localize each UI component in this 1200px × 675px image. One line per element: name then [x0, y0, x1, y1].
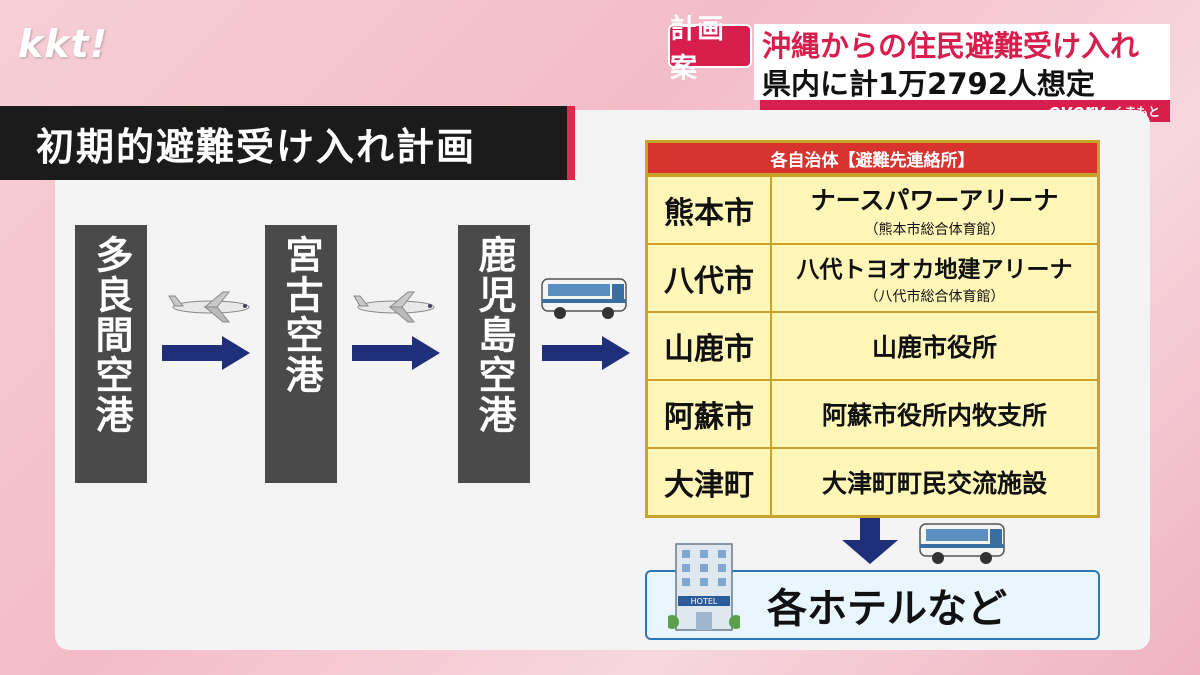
place-name: 阿蘇市役所内牧支所 [821, 401, 1047, 430]
place-cell: 八代トヨオカ地建アリーナ （八代市総合体育館） [772, 245, 1097, 311]
headline-badge: 計画案 [668, 14, 752, 84]
place-note: （八代市総合体育館） [864, 289, 1005, 305]
table-row: 熊本市 ナースパワーアリーナ （熊本市総合体育館） [648, 175, 1097, 243]
airplane-icon [353, 291, 435, 323]
right-arrow-icon [162, 336, 250, 370]
airplane-icon [168, 291, 250, 323]
route-box-miyako: 宮古空港 [265, 225, 337, 483]
headline-line-1: 沖縄からの住民避難受け入れ [754, 24, 1170, 64]
bus-icon [541, 278, 627, 319]
city-cell: 熊本市 [648, 177, 772, 243]
place-name: 山鹿市役所 [871, 333, 997, 362]
place-note: （熊本市総合体育館） [864, 222, 1005, 238]
down-arrow-icon [842, 518, 898, 564]
place-cell: 阿蘇市役所内牧支所 [772, 381, 1097, 447]
right-arrow-icon [542, 336, 630, 370]
hotel-building-icon: HOTEL [668, 543, 740, 631]
place-name: 八代トヨオカ地建アリーナ [796, 257, 1073, 283]
city-cell: 山鹿市 [648, 313, 772, 379]
place-name: 大津町町民交流施設 [821, 469, 1047, 498]
city-cell: 大津町 [648, 449, 772, 515]
city-cell: 八代市 [648, 245, 772, 311]
bus-icon [919, 523, 1005, 564]
route-box-kagoshima: 鹿児島空港 [458, 225, 530, 483]
table-row: 八代市 八代トヨオカ地建アリーナ （八代市総合体育館） [648, 243, 1097, 311]
city-cell: 阿蘇市 [648, 381, 772, 447]
table-header: 各自治体【避難先連絡所】 [648, 143, 1097, 175]
table-row: 山鹿市 山鹿市役所 [648, 311, 1097, 379]
table-row: 大津町 大津町町民交流施設 [648, 447, 1097, 515]
route-box-tarama: 多良間空港 [75, 225, 147, 483]
headline-line-2: 県内に計1万2792人想定 [754, 64, 1170, 101]
place-name: ナースパワーアリーナ [810, 186, 1059, 215]
right-arrow-icon [352, 336, 440, 370]
page-title: 初期的避難受け入れ計画 [0, 106, 575, 180]
destination-label: 各ホテルなど [767, 586, 1007, 632]
table-row: 阿蘇市 阿蘇市役所内牧支所 [648, 379, 1097, 447]
hotel-sign: HOTEL [691, 597, 718, 606]
place-cell: 大津町町民交流施設 [772, 449, 1097, 515]
place-cell: 山鹿市役所 [772, 313, 1097, 379]
evacuation-contact-table: 各自治体【避難先連絡所】 熊本市 ナースパワーアリーナ （熊本市総合体育館） 八… [645, 140, 1100, 518]
place-cell: ナースパワーアリーナ （熊本市総合体育館） [772, 177, 1097, 243]
broadcaster-logo: kkt! [18, 22, 109, 66]
